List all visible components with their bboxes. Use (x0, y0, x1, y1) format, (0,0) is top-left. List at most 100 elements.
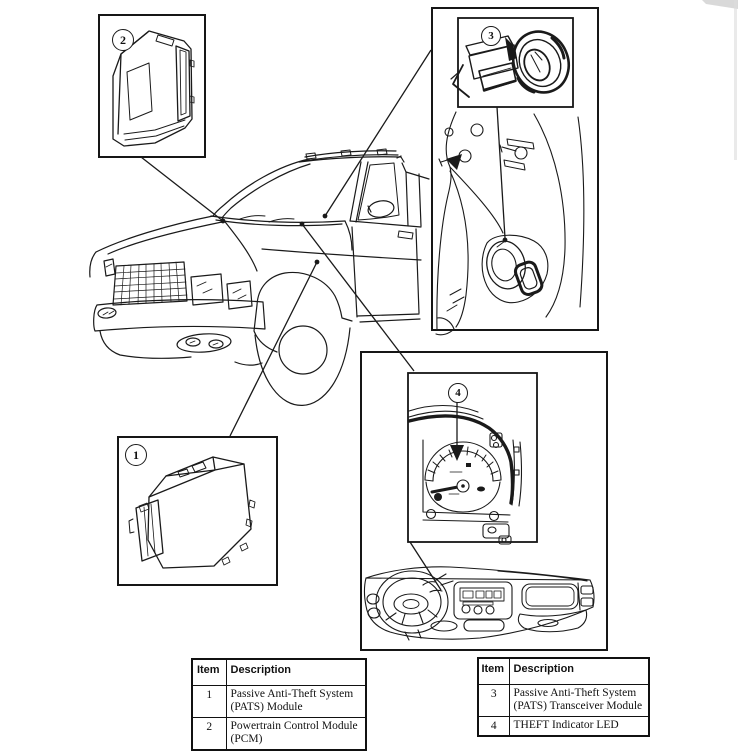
leader-transceiver (324, 49, 432, 217)
pointer-arrowhead (446, 154, 462, 170)
key-ring-hook (452, 64, 470, 98)
bumper-marker (97, 307, 117, 319)
leader-ignition (496, 106, 506, 239)
radio (459, 587, 505, 602)
cab-rear (396, 155, 430, 227)
table-row: 2 Powertrain Control Module (PCM) (191, 717, 367, 751)
table-header-row: Item Description (477, 657, 650, 685)
valance (99, 330, 192, 359)
glove-box (517, 609, 588, 633)
description-header: Description (225, 658, 367, 686)
corner-lamp (226, 280, 253, 310)
instrument-cluster-drawing (407, 405, 522, 545)
grille-grid (113, 261, 188, 306)
leader-pcm (140, 156, 224, 222)
pcm-module-drawing (112, 30, 195, 147)
truck-illustration (89, 148, 430, 406)
hood-lines (95, 215, 223, 255)
fender-skirt (253, 304, 278, 353)
marker-lamp-left (103, 258, 116, 277)
screw-glyphs (438, 144, 517, 167)
item-cell: 2 (191, 717, 227, 751)
pats-connector (135, 499, 164, 562)
theft-led-mark (466, 463, 471, 467)
door-handle (397, 230, 414, 240)
bumper (93, 299, 266, 332)
detail-boxes (98, 7, 608, 651)
wheel-rim (278, 325, 328, 375)
callout-4: 4 (448, 383, 468, 403)
callout-2-label: 2 (120, 32, 126, 47)
fog-lamp-bar (176, 333, 232, 353)
fog-lamp-1 (185, 337, 201, 347)
pcm-label-inset (126, 62, 153, 121)
tire (254, 327, 351, 406)
passenger-airbag-panel (521, 583, 579, 610)
item-header: Item (191, 658, 227, 686)
description-cell: Powertrain Control Module (PCM) (225, 717, 367, 751)
leader-cluster-box (301, 223, 415, 372)
a-pillar (212, 158, 311, 219)
hood-front (89, 251, 97, 278)
description-cell: THEFT Indicator LED (508, 716, 650, 737)
headlight (190, 273, 224, 306)
item-header: Item (477, 657, 510, 685)
legend-table-right: Item Description 3 Passive Anti-Theft Sy… (477, 657, 650, 737)
steering-hub (393, 593, 429, 615)
steering-column-sketch (435, 111, 585, 336)
door-edges (351, 226, 420, 318)
cluster-plate (422, 439, 511, 523)
callout-2: 2 (112, 29, 134, 51)
windshield-pillar-right (349, 161, 369, 223)
clip-glyphs (503, 138, 535, 171)
wheel-arch (256, 271, 353, 322)
detail-box-transceiver (457, 17, 574, 108)
rocker (356, 313, 421, 323)
table-row: 3 Passive Anti-Theft System (PATS) Trans… (477, 684, 650, 717)
body-crease (261, 248, 422, 261)
pats-module-drawing (128, 456, 256, 569)
leader-pats (229, 261, 318, 437)
description-cell: Passive Anti-Theft System (PATS) Transce… (508, 684, 650, 717)
item-cell: 4 (477, 716, 510, 737)
side-mirror (367, 200, 395, 218)
ignition-key-face (513, 260, 544, 296)
belt-line (349, 220, 422, 228)
cowl-line (210, 215, 346, 227)
bumper-marker-hatch (102, 310, 115, 316)
marker-lamp-left-hatch (105, 263, 113, 268)
dashboard-drawing (363, 566, 595, 641)
description-header: Description (508, 657, 650, 685)
table-header-row: Item Description (191, 658, 367, 686)
mirror-stem (367, 205, 372, 213)
fender-top (221, 217, 353, 272)
legend-table-left: Item Description 1 Passive Anti-Theft Sy… (191, 658, 367, 751)
leader-dashboard (409, 541, 442, 591)
gauge-face-bottom (425, 481, 501, 513)
steering-wheel (375, 570, 449, 634)
wipers (239, 215, 295, 223)
headlight-hatch (196, 281, 213, 294)
speedometer-arcs (424, 441, 502, 482)
leader-lines (140, 49, 508, 591)
roof-rack-feet (305, 148, 388, 160)
center-stack (453, 581, 513, 620)
lower-fascia (234, 361, 263, 366)
table-row: 4 THEFT Indicator LED (477, 716, 650, 737)
item-cell: 3 (477, 684, 510, 717)
callout-4-label: 4 (455, 387, 461, 399)
description-cell: Passive Anti-Theft System (PATS) Module (225, 685, 367, 718)
callout-1: 1 (125, 444, 147, 466)
transceiver-drawing (450, 30, 571, 98)
pcm-connector (175, 45, 191, 122)
corner-lamp-hatch (232, 288, 247, 300)
callout-1-label: 1 (133, 447, 139, 462)
fog-lamp-2 (208, 339, 224, 349)
item-cell: 1 (191, 685, 227, 718)
callout-3-label: 3 (488, 30, 494, 42)
callout-3: 3 (481, 26, 501, 46)
fog-hatch (189, 340, 219, 346)
theft-led-arrowhead (450, 445, 464, 461)
